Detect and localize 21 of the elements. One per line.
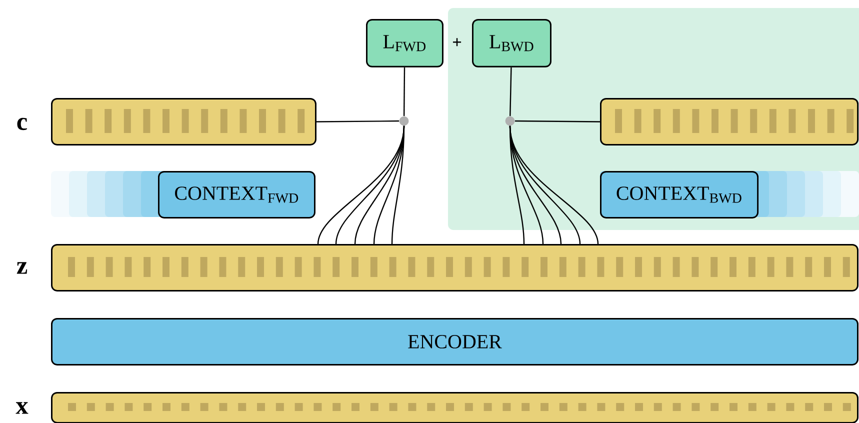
connector-line (509, 126, 599, 244)
connector-line (403, 67, 406, 116)
token-bar (51, 244, 858, 292)
connector-line (316, 120, 400, 122)
connector-line (514, 120, 600, 122)
plus-sign: + (453, 38, 462, 46)
loss-box: L$_{BWD}$ (472, 19, 552, 68)
connector-line (391, 126, 405, 244)
junction-dot (399, 116, 409, 126)
context-box: CONTEXT$_{FWD}$ (51, 171, 316, 218)
row-label: x (16, 402, 28, 414)
row-label: z (16, 262, 28, 274)
connector-line (510, 67, 512, 116)
junction-dot (505, 116, 515, 126)
token-bar (51, 392, 858, 423)
token-bar (51, 98, 316, 146)
loss-box: L$_{FWD}$ (366, 19, 444, 68)
encoder-box: ENCODER (51, 318, 858, 366)
row-label: c (17, 118, 27, 130)
token-bar (600, 98, 859, 146)
context-box: CONTEXT$_{BWD}$ (600, 171, 859, 218)
